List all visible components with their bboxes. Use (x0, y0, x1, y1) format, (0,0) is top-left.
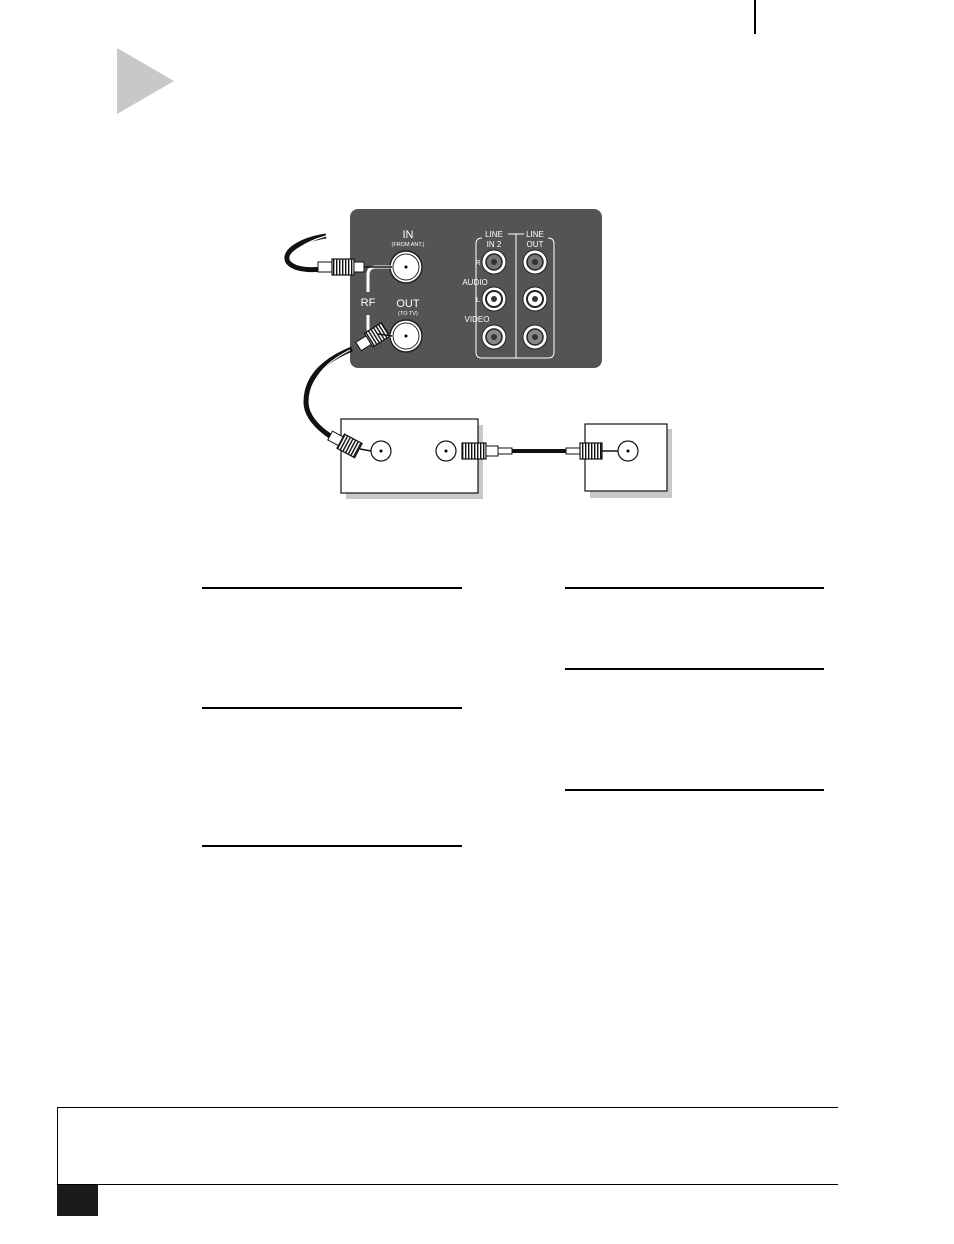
rf-out-jack-icon (389, 319, 423, 353)
page-number-tab (57, 1185, 98, 1216)
section-rule-right-3 (565, 789, 824, 791)
switch-box-in-connector-icon (327, 430, 363, 459)
section-rule-left-3 (202, 845, 462, 847)
section-rule-right-2 (565, 668, 824, 670)
audio-l-label: L (476, 297, 480, 304)
line-in-label: LINE (485, 230, 503, 239)
rca-out-l-jack-icon (522, 286, 548, 312)
video-label: VIDEO (465, 315, 490, 324)
section-rule-left-2 (202, 707, 462, 709)
line-bracket (475, 233, 555, 359)
rf-out-label: OUT (396, 298, 420, 310)
rca-out-r-jack-icon (522, 249, 548, 275)
corner-rule (754, 0, 756, 34)
rca-in-video-jack-icon (481, 324, 507, 350)
section-rule-right-1 (565, 587, 824, 589)
rf-in-jack-icon (389, 250, 423, 284)
audio-label: AUDIO (462, 278, 487, 287)
rf-out-connector-icon (355, 321, 391, 352)
rca-in-l-jack-icon (481, 286, 507, 312)
connection-diagram: IN (FROM ANT.) OUT (TO TV) RF LINE IN 2 … (284, 209, 672, 499)
rf-in-sublabel: (FROM ANT.) (392, 242, 425, 248)
rf-in-label: IN (403, 229, 414, 241)
antenna-connector-icon (317, 258, 392, 276)
audio-r-label: R (475, 260, 480, 267)
rf-out-sublabel: (TO TV) (398, 311, 418, 317)
switch-box (340, 418, 479, 494)
switch-box-input-jack-icon (370, 440, 392, 462)
tv-connector-icon (565, 442, 618, 460)
switch-box-output-jack-icon (435, 440, 457, 462)
in2-label: IN 2 (487, 240, 502, 249)
vcr-to-splitter-cable (303, 346, 353, 439)
rca-out-video-jack-icon (522, 324, 548, 350)
rca-in-r-jack-icon (481, 249, 507, 275)
switch-box-out-connector-icon (461, 442, 513, 460)
section-rule-left-1 (202, 587, 462, 589)
section-arrow-icon (117, 48, 174, 114)
line-out-out-label: OUT (527, 240, 544, 249)
footer-box (57, 1107, 838, 1185)
rf-label: RF (361, 297, 376, 309)
line-out-label: LINE (526, 230, 544, 239)
tv-input-jack-icon (617, 440, 639, 462)
